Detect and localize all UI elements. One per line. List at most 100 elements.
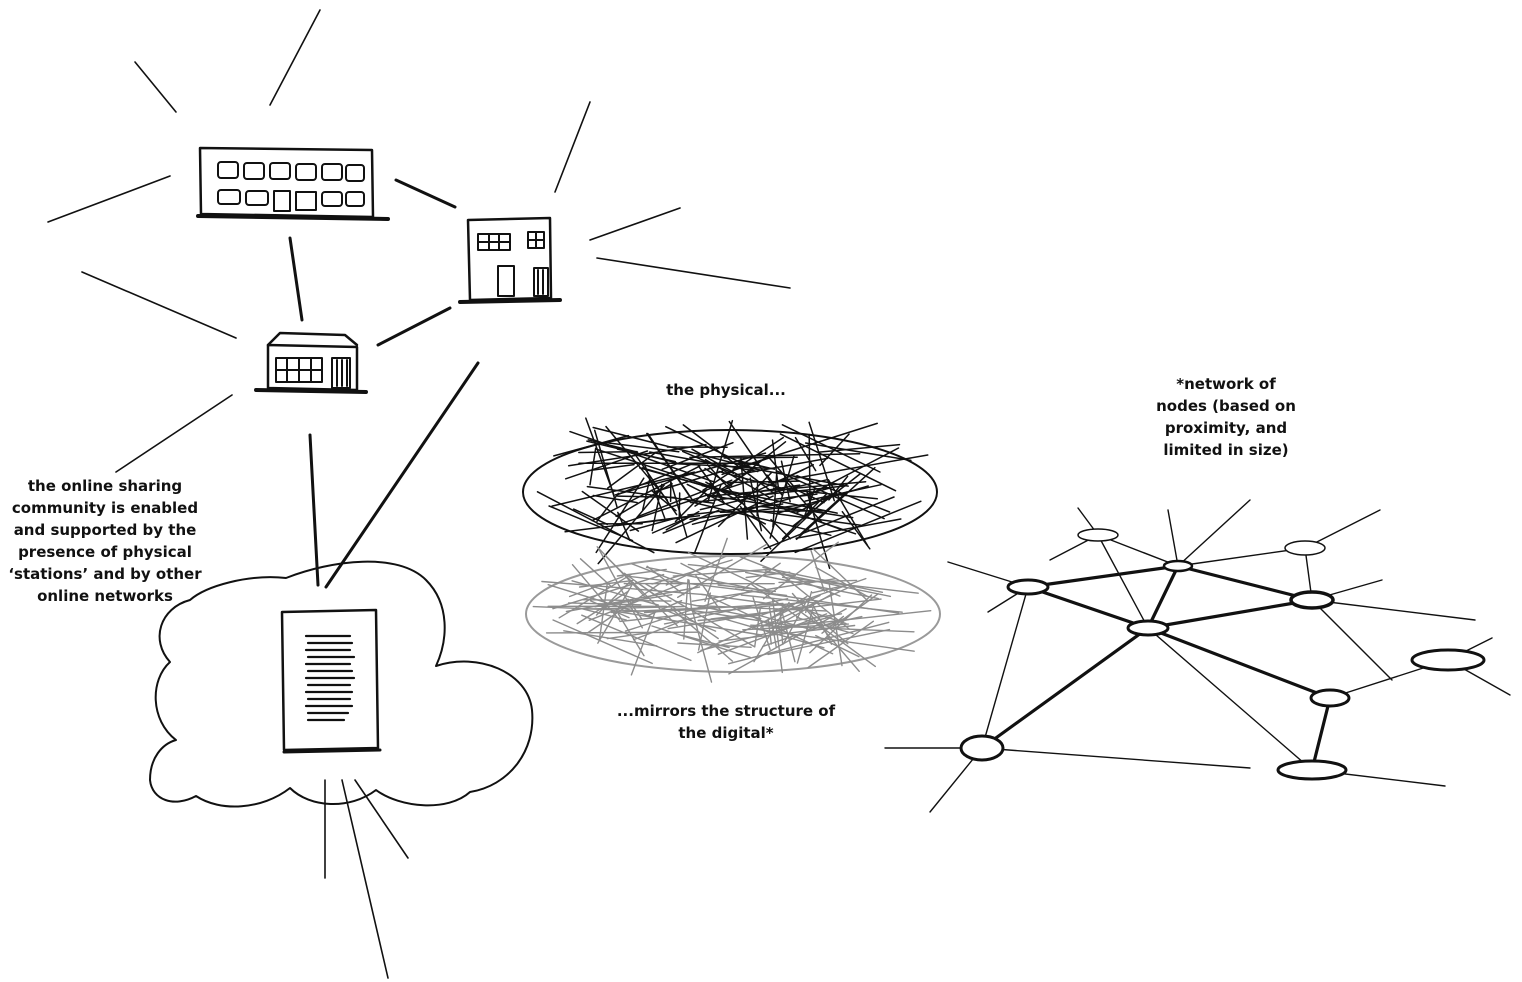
- scribble-stroke: [728, 608, 847, 675]
- scribble-stroke: [547, 584, 660, 620]
- scribble-stroke: [568, 575, 624, 598]
- scribble-stroke: [804, 606, 849, 645]
- scribble-stroke: [552, 619, 653, 665]
- scribble-stroke: [795, 466, 876, 541]
- scribble-stroke: [651, 625, 751, 659]
- scribble-stroke: [772, 592, 834, 629]
- scribble-stroke: [819, 433, 850, 467]
- scribble-stroke: [595, 448, 733, 494]
- physical-layer: [522, 417, 938, 570]
- scribble-stroke: [541, 580, 707, 596]
- physical-scribble: [536, 417, 929, 570]
- scribble-stroke: [674, 489, 708, 523]
- scribble-stroke: [796, 474, 891, 513]
- scribble-stroke: [672, 568, 775, 577]
- scribble-stroke: [771, 598, 783, 674]
- scribble-stroke: [586, 463, 635, 472]
- scribble-stroke: [761, 577, 867, 616]
- scribble-stroke: [651, 559, 733, 585]
- network-caption: *network of nodes (based on proximity, a…: [1142, 373, 1310, 461]
- scribble-stroke: [589, 447, 597, 486]
- scribble-stroke: [597, 547, 643, 629]
- station-connectors: [288, 178, 480, 589]
- scribble-stroke: [765, 595, 808, 622]
- scribble-stroke: [536, 491, 655, 554]
- scribble-stroke: [606, 631, 652, 640]
- scribble-stroke: [674, 600, 762, 620]
- scribble-stroke: [697, 465, 724, 500]
- scribble-stroke: [677, 543, 768, 599]
- scribble-stroke: [641, 467, 757, 502]
- scribble-stroke: [605, 442, 680, 453]
- scribble-stroke: [769, 454, 795, 539]
- scribble-stroke: [578, 579, 634, 588]
- scribble-stroke: [687, 563, 796, 577]
- scribble-stroke: [681, 450, 735, 475]
- scribble-stroke: [585, 417, 615, 497]
- scribble-stroke: [740, 508, 862, 527]
- scribble-stroke: [795, 518, 902, 540]
- community-caption-line: and supported by the: [13, 521, 197, 539]
- scribble-stroke: [760, 505, 827, 514]
- scribble-stroke: [760, 587, 848, 629]
- physical-caption: the physical...: [626, 379, 826, 401]
- scribble-stroke: [770, 518, 792, 540]
- scribble-stroke: [545, 631, 701, 634]
- scribble-stroke: [772, 487, 879, 500]
- scribble-stroke: [596, 546, 646, 597]
- scribble-stroke: [691, 607, 713, 683]
- scribble-stroke: [781, 424, 881, 473]
- scribble-stroke: [766, 474, 784, 497]
- scribble-stroke: [643, 463, 666, 519]
- scribble-stroke: [710, 598, 882, 620]
- mirrors-caption-line: ...mirrors the structure of: [616, 702, 836, 720]
- scribble-stroke: [619, 601, 804, 623]
- network-graph: [884, 499, 1511, 813]
- scribble-stroke: [591, 465, 701, 522]
- scribble-stroke: [643, 602, 784, 614]
- community-caption-line: community is enabled: [11, 499, 199, 517]
- scribble-stroke: [661, 441, 734, 471]
- scribble-stroke: [732, 422, 878, 470]
- scribble-stroke: [763, 496, 895, 550]
- scribble-stroke: [579, 558, 613, 588]
- network-caption-line: limited in size): [1163, 441, 1289, 459]
- scribble-stroke: [796, 606, 814, 664]
- scribble-stroke: [616, 515, 701, 527]
- scribble-stroke: [808, 433, 811, 512]
- community-caption: the online sharing community is enabled …: [2, 475, 208, 607]
- scribble-stroke: [617, 511, 631, 542]
- scribble-stroke: [617, 613, 645, 657]
- scribble-stroke: [807, 620, 874, 669]
- scribble-stroke: [614, 481, 748, 527]
- network-node-icon: [959, 528, 1486, 781]
- scribble-stroke: [815, 566, 868, 597]
- scribble-stroke: [780, 609, 796, 663]
- scribble-stroke: [615, 482, 673, 518]
- scribble-stroke: [581, 614, 692, 662]
- house-icon: [458, 216, 562, 304]
- scribble-stroke: [727, 480, 800, 484]
- scribble-stroke: [675, 463, 775, 470]
- network-caption-line: *network of: [1176, 375, 1276, 393]
- digital-layer: [525, 537, 941, 683]
- building-icon: [196, 146, 390, 221]
- scribble-stroke: [572, 508, 609, 526]
- scribble-stroke: [728, 420, 775, 487]
- scribble-stroke: [631, 563, 683, 584]
- scribble-stroke: [723, 456, 798, 459]
- scribble-stroke: [722, 617, 825, 649]
- scribble-stroke: [624, 589, 753, 632]
- shop-icon: [254, 331, 368, 394]
- scribble-stroke: [796, 616, 854, 635]
- server-icon: [280, 608, 382, 754]
- scribble-stroke: [592, 426, 754, 469]
- scribble-stroke: [661, 607, 717, 632]
- scribble-stroke: [809, 594, 873, 654]
- scribble-stroke: [786, 509, 857, 535]
- scribble-stroke: [646, 600, 683, 617]
- scribble-stroke: [810, 549, 826, 592]
- scribble-stroke: [697, 594, 821, 654]
- community-caption-line: presence of physical: [18, 543, 192, 561]
